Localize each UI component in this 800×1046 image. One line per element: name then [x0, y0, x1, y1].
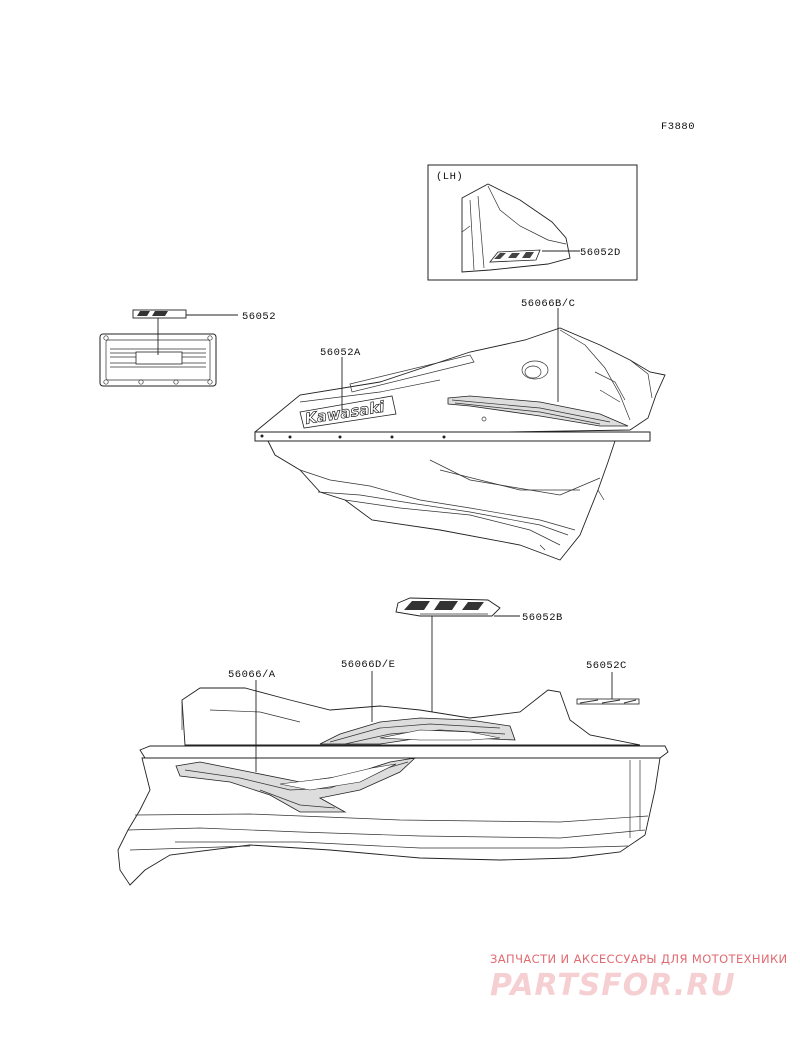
- jetski-decal: [489, 249, 541, 263]
- lower-hull: [117, 687, 669, 886]
- part-label-56052A: 56052A: [320, 347, 361, 359]
- part-label-56066DE: 56066D/E: [341, 659, 395, 671]
- inset-title: (LH): [436, 171, 463, 183]
- strip-56052C: [576, 698, 640, 705]
- upper-hull: Kawasaki: [254, 327, 666, 561]
- watermark-brand: PARTSFOR.RU: [490, 968, 736, 1003]
- part-label-56052: 56052: [242, 311, 276, 323]
- part-label-56052D: 56052D: [580, 247, 621, 259]
- part-label-56066A: 56066/A: [228, 669, 276, 681]
- side-stripe-decal: [447, 395, 629, 427]
- watermark: ЗАПЧАСТИ И АКСЕССУАРЫ ДЛЯ МОТОТЕХНИКИ PA…: [490, 952, 788, 1003]
- hull-stripe-decal: [175, 757, 417, 813]
- part-label-56052C: 56052C: [586, 660, 627, 672]
- deck-stripe-decal: [319, 717, 516, 745]
- fx-emblem: [395, 597, 501, 617]
- emblem-56052: [99, 309, 238, 387]
- part-label-56052B: 56052B: [522, 612, 563, 624]
- figure-code: F3880: [661, 121, 695, 133]
- part-label-56066BC: 56066B/C: [521, 298, 575, 310]
- inset-lh: (LH): [427, 164, 638, 281]
- watermark-tagline: ЗАПЧАСТИ И АКСЕССУАРЫ ДЛЯ МОТОТЕХНИКИ: [490, 952, 788, 966]
